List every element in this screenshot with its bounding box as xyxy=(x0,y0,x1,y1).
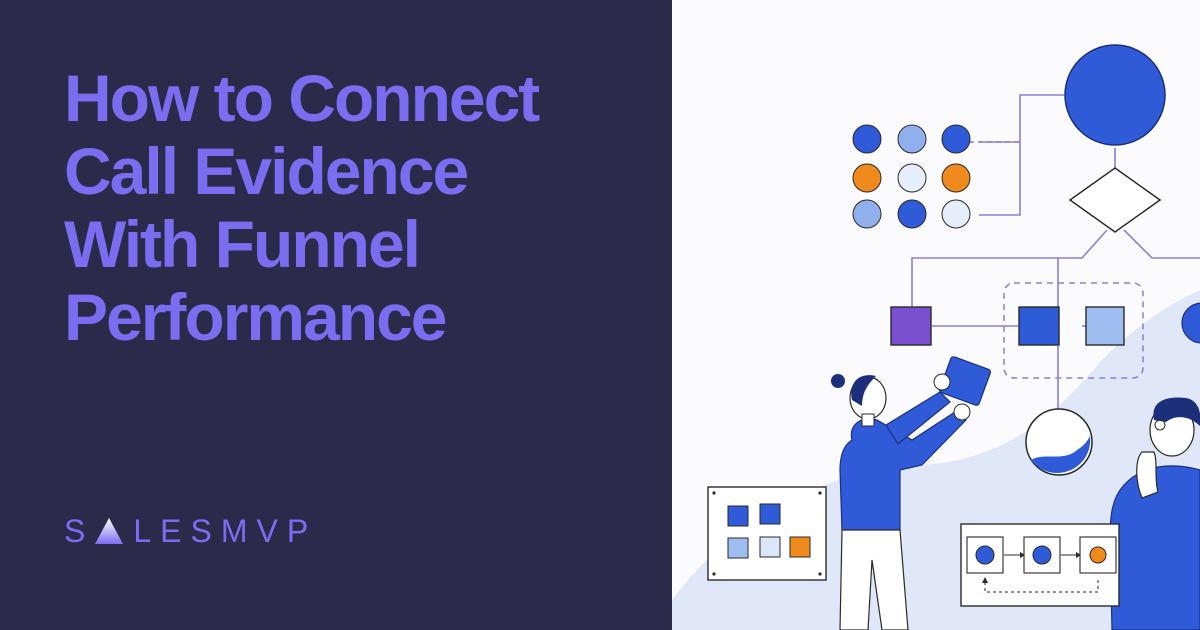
dashed-group-box xyxy=(1003,282,1144,379)
big-circle-node xyxy=(1064,44,1166,146)
title-line-2: Call Evidence xyxy=(64,134,469,208)
title-line-4: Performance xyxy=(64,280,448,354)
workflow-illustration xyxy=(672,44,1200,630)
title-line-3: With Funnel xyxy=(64,207,421,281)
decision-diamond xyxy=(1068,167,1162,233)
edge-circle-node xyxy=(1181,302,1200,344)
sticky-notes-board xyxy=(707,486,827,581)
logo-letters-rest: LESMVP xyxy=(133,512,318,549)
illustration-panel xyxy=(672,0,1200,630)
purple-square-node xyxy=(890,306,932,346)
logo-letter-s: S xyxy=(64,512,95,549)
page-title: How to Connect Call Evidence With Funnel… xyxy=(64,62,644,354)
man-figure xyxy=(1109,397,1200,630)
title-line-1: How to Connect xyxy=(64,61,540,135)
logo-triangle-icon xyxy=(95,518,124,544)
light-blue-square-node xyxy=(1085,306,1125,346)
woman-figure xyxy=(831,356,991,630)
title-panel: How to Connect Call Evidence With Funnel… xyxy=(0,0,672,630)
process-flow-card xyxy=(960,523,1120,607)
blue-square-node xyxy=(1018,306,1060,346)
dot-grid xyxy=(852,124,971,229)
salesmvp-logo: S LESMVP xyxy=(64,512,318,549)
